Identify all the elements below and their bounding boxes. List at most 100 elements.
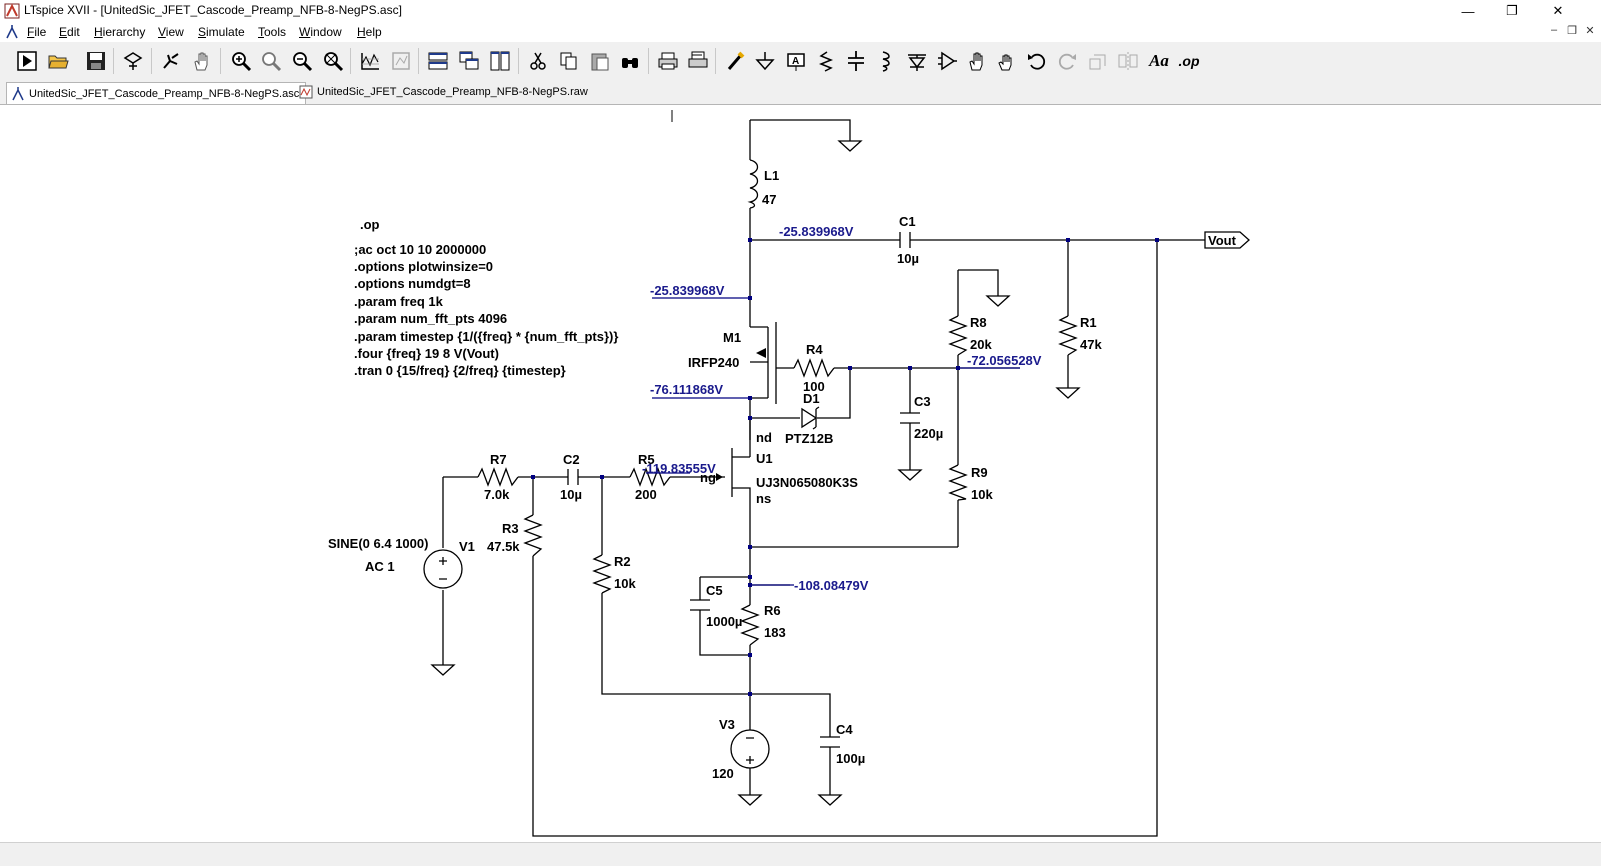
schematic-doc-icon[interactable] [5, 24, 19, 40]
toolbar: A Aa .op [0, 42, 1601, 81]
c1-value: 10µ [897, 251, 919, 266]
mdi-close-button[interactable]: ✕ [1585, 25, 1595, 37]
restore-button[interactable]: ❐ [1506, 3, 1518, 18]
resistor-icon[interactable] [813, 48, 839, 74]
inductor-icon[interactable] [873, 48, 899, 74]
resistor-r8[interactable]: R8 20k [948, 315, 992, 356]
net-label-vout[interactable]: Vout [1204, 231, 1250, 249]
r5-name: R5 [638, 452, 655, 467]
jfet-u1[interactable]: nd U1 ng UJ3N065080K3S ns [700, 430, 858, 506]
mdi-minimize-button[interactable]: – [1550, 24, 1558, 36]
directive-ac[interactable]: ;ac oct 10 10 2000000 [354, 242, 486, 257]
move-icon[interactable] [964, 48, 990, 74]
redo-icon[interactable] [1054, 48, 1080, 74]
save-icon[interactable] [83, 48, 109, 74]
capacitor-c4[interactable]: C4 100µ [820, 722, 865, 766]
m1-name: M1 [723, 330, 741, 345]
zoom-area-icon[interactable] [258, 48, 284, 74]
zoom-in-icon[interactable] [228, 48, 254, 74]
directive-param-fft[interactable]: .param num_fft_pts 4096 [354, 311, 507, 326]
tab-waveform[interactable]: UnitedSic_JFET_Cascode_Preamp_NFB-8-NegP… [295, 82, 594, 102]
spice-directives[interactable]: .op ;ac oct 10 10 2000000 .options plotw… [354, 217, 618, 378]
diode-icon[interactable] [904, 48, 930, 74]
zoom-out-icon[interactable] [289, 48, 315, 74]
r3-value: 47.5k [487, 539, 520, 554]
menu-file[interactable]: File [27, 25, 47, 39]
plot-disabled-icon[interactable] [388, 48, 414, 74]
find-icon[interactable] [617, 48, 643, 74]
ltspice-app-icon [4, 3, 20, 19]
tile-vertical-icon[interactable] [487, 48, 513, 74]
directive-op[interactable]: .op [360, 217, 380, 232]
tile-horizontal-icon[interactable] [425, 48, 451, 74]
drag-icon[interactable] [994, 48, 1020, 74]
zoom-fit-icon[interactable] [320, 48, 346, 74]
control-panel-icon[interactable] [120, 48, 146, 74]
open-icon[interactable] [45, 48, 71, 74]
ground-symbol-v1 [430, 664, 456, 676]
menu-edit[interactable]: Edit [59, 25, 80, 39]
menu-window[interactable]: Window [299, 25, 342, 39]
cascade-icon[interactable] [456, 48, 482, 74]
m1-value: IRFP240 [688, 355, 739, 370]
component-icon[interactable] [934, 48, 960, 74]
l1-value: 47 [762, 192, 776, 207]
capacitor-c5[interactable]: C5 1000µ [690, 583, 742, 629]
text-icon[interactable]: Aa [1149, 51, 1169, 70]
directive-four[interactable]: .four {freq} 19 8 V(Vout) [354, 346, 499, 361]
capacitor-c3[interactable]: C3 220µ [900, 394, 943, 441]
directive-numdgt[interactable]: .options numdgt=8 [354, 276, 471, 291]
halt-icon[interactable] [158, 48, 184, 74]
minimize-button[interactable]: — [1461, 3, 1475, 19]
resistor-r2[interactable]: R2 10k [592, 554, 636, 594]
capacitor-c1[interactable]: C1 10µ [897, 214, 919, 266]
voltage-source-v1[interactable]: SINE(0 6.4 1000) V1 AC 1 [328, 536, 475, 589]
rotate-icon[interactable] [1085, 48, 1111, 74]
label-net-icon[interactable]: A [783, 48, 809, 74]
wire-icon[interactable] [722, 48, 748, 74]
print-icon[interactable] [655, 48, 681, 74]
voltage-source-v3[interactable]: V3 120 [712, 717, 770, 781]
paste-icon[interactable] [587, 48, 613, 74]
menu-simulate[interactable]: Simulate [198, 25, 245, 39]
schematic-canvas[interactable]: .op ;ac oct 10 10 2000000 .options plotw… [0, 104, 1601, 842]
c2-name: C2 [563, 452, 580, 467]
resistor-r7[interactable]: R7 7.0k [477, 452, 519, 502]
mdi-restore-button[interactable]: ❐ [1567, 25, 1577, 37]
pan-hand-icon[interactable] [189, 48, 215, 74]
capacitor-c2[interactable]: C2 10µ [560, 452, 582, 502]
menu-view[interactable]: View [158, 25, 184, 39]
resistor-r4[interactable]: R4 100 [793, 342, 835, 394]
resistor-r6[interactable]: R6 183 [740, 603, 786, 646]
resistor-r5[interactable]: R5 200 [629, 452, 671, 502]
resistor-r3[interactable]: R3 47.5k [487, 514, 543, 557]
mosfet-m1[interactable]: M1 IRFP240 [688, 330, 766, 370]
v3-value: 120 [712, 766, 734, 781]
c3-value: 220µ [914, 426, 943, 441]
tab-schematic[interactable]: UnitedSic_JFET_Cascode_Preamp_NFB-8-NegP… [6, 82, 307, 104]
directive-tran[interactable]: .tran 0 {15/freq} {2/freq} {timestep} [354, 363, 566, 378]
directive-param-timestep[interactable]: .param timestep {1/({freq} * {num_fft_pt… [354, 329, 618, 344]
cut-icon[interactable] [525, 48, 551, 74]
inductor-l1[interactable]: L1 47 [747, 159, 779, 209]
d1-name: D1 [803, 391, 820, 406]
directive-plotwinsize[interactable]: .options plotwinsize=0 [354, 259, 493, 274]
voltage-m1-drain: -25.839968V [650, 283, 725, 298]
undo-icon[interactable] [1024, 48, 1050, 74]
diode-d1[interactable]: D1 PTZ12B [785, 391, 833, 446]
copy-icon[interactable] [556, 48, 582, 74]
spice-directive-icon[interactable]: .op [1178, 53, 1200, 69]
print-setup-icon[interactable] [685, 48, 711, 74]
ground-icon[interactable] [752, 48, 778, 74]
menu-tools[interactable]: Tools [258, 25, 287, 39]
resistor-r9[interactable]: R9 10k [948, 464, 993, 502]
plot-icon[interactable] [357, 48, 383, 74]
close-button[interactable]: ✕ [1552, 3, 1564, 18]
resistor-r1[interactable]: R1 47k [1058, 315, 1102, 356]
mirror-icon[interactable] [1115, 48, 1141, 74]
directive-param-freq[interactable]: .param freq 1k [354, 294, 444, 309]
capacitor-icon[interactable] [843, 48, 869, 74]
run-icon[interactable] [14, 48, 40, 74]
menu-help[interactable]: Help [357, 25, 382, 39]
menu-hierarchy[interactable]: Hierarchy [94, 25, 146, 39]
